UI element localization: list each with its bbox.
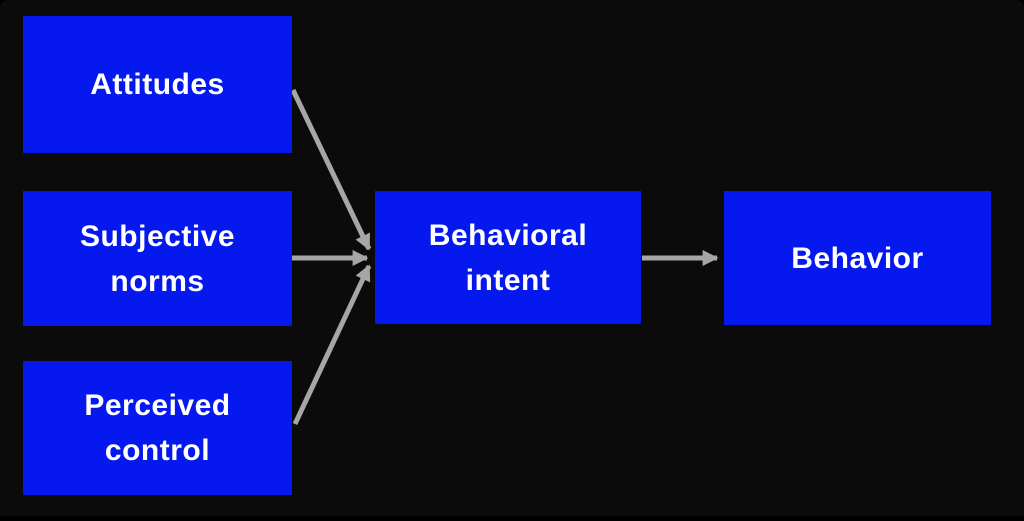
node-behavioral-intent-label: Behavioral intent (428, 218, 588, 297)
node-behavioral-intent: Behavioral intent (375, 191, 641, 324)
node-perceived-control: Perceived control (23, 361, 292, 495)
arrow-attitudes-to-behavioral-intent (290, 88, 372, 251)
node-behavior: Behavior (724, 191, 991, 325)
node-behavior-label: Behavior (791, 241, 924, 275)
node-attitudes-label: Attitudes (90, 68, 225, 101)
arrow-perceived-control-to-behavioral-intent (292, 264, 372, 426)
node-subjective-norms-label: Subjective norms (79, 219, 236, 298)
bottom-edge-divider (0, 516, 1024, 521)
node-perceived-control-label: Perceived control (84, 389, 231, 467)
node-subjective-norms: Subjective norms (23, 191, 292, 326)
node-attitudes: Attitudes (23, 16, 292, 153)
